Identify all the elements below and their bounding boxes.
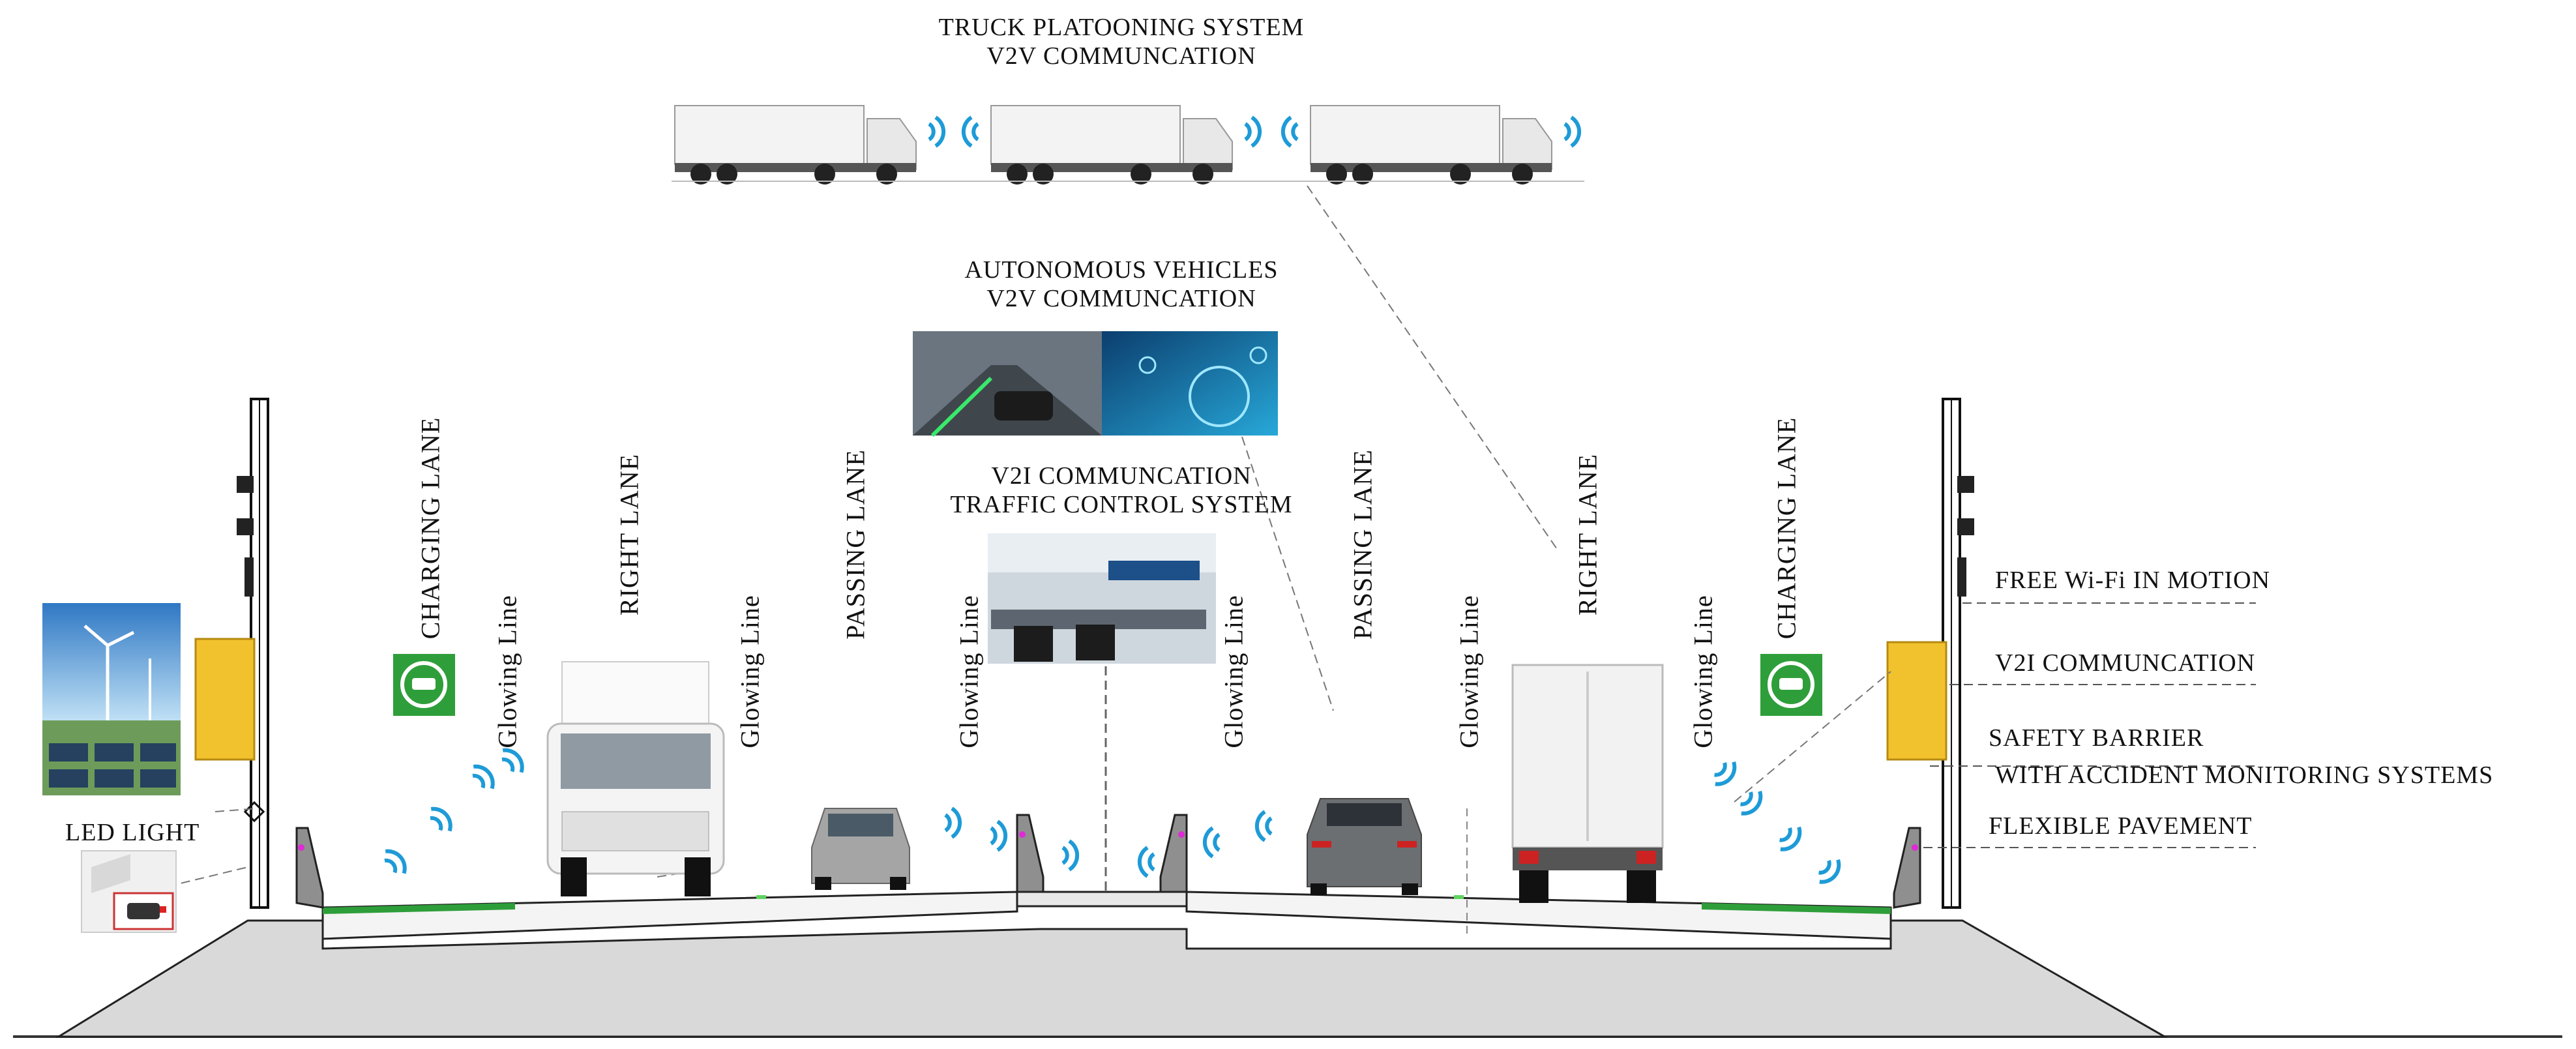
median (1016, 891, 1188, 908)
traffic-control-title-line2: TRAFFIC CONTROL SYSTEM (950, 491, 1293, 518)
embankment (55, 919, 2169, 1038)
right-truck (1511, 664, 1664, 903)
autonomous-vehicles-title-line2: V2V COMMUNCATION (986, 285, 1256, 312)
truck-platooning-title-line2: V2V COMMUNCATION (986, 42, 1256, 70)
wifi-callout: FREE Wi-Fi IN MOTION (1995, 567, 2271, 594)
safety-barrier-callout-line2: WITH ACCIDENT MONITORING SYSTEMS (1995, 761, 2494, 789)
left-truck (546, 661, 725, 896)
renewable-energy-image (42, 603, 181, 795)
glowing-line-label: Glowing Line (492, 595, 522, 748)
traffic-control-room-image (988, 533, 1216, 664)
lane-label-left-right: RIGHT LANE (614, 453, 644, 616)
glowing-line-label: Glowing Line (954, 595, 984, 748)
lane-label-left-charging: CHARGING LANE (415, 417, 445, 640)
autonomous-vehicles-title: AUTONOMOUS VEHICLES V2V COMMUNCATION (835, 256, 1408, 313)
median-barrier-left (1016, 814, 1044, 893)
median-barrier-right (1159, 814, 1188, 893)
autonomous-vehicles-title-line1: AUTONOMOUS VEHICLES (964, 256, 1279, 284)
right-charging-strip (1702, 903, 1891, 914)
glowing-line-label: Glowing Line (1219, 595, 1249, 748)
truck-platoon (672, 105, 1584, 185)
pavement-callout: FLEXIBLE PAVEMENT (1989, 812, 2253, 840)
led-light-label: LED LIGHT (65, 819, 200, 846)
v2i-callout: V2I COMMUNCATION (1995, 649, 2256, 677)
truck-platooning-title: TRUCK PLATOONING SYSTEM V2V COMMUNCATION (835, 13, 1408, 70)
autonomous-vehicles-image (913, 331, 1278, 437)
lane-label-right-right: RIGHT LANE (1573, 453, 1603, 616)
left-safety-barrier (295, 827, 324, 909)
glowing-line-label: Glowing Line (1688, 595, 1718, 748)
led-light-image (81, 850, 177, 933)
right-light-pole (1886, 398, 1974, 909)
left-light-pole (194, 398, 269, 909)
lane-label-right-charging: CHARGING LANE (1771, 417, 1801, 640)
right-callout-leaders (1923, 602, 2256, 848)
right-safety-barrier (1893, 827, 1921, 909)
right-car (1307, 798, 1422, 895)
lane-label-left-passing: PASSING LANE (840, 449, 870, 640)
left-charging-icon (393, 654, 455, 716)
truck-platooning-title-line1: TRUCK PLATOONING SYSTEM (938, 14, 1305, 41)
glowing-line-label: Glowing Line (1454, 595, 1484, 748)
traffic-control-title: V2I COMMUNCATION TRAFFIC CONTROL SYSTEM (835, 462, 1408, 519)
left-car (811, 808, 910, 890)
right-charging-icon (1760, 654, 1822, 716)
glowing-line-label: Glowing Line (735, 595, 765, 748)
traffic-control-title-line1: V2I COMMUNCATION (991, 462, 1252, 490)
safety-barrier-callout-line1: SAFETY BARRIER (1989, 724, 2204, 752)
left-charging-strip (323, 903, 515, 914)
lane-label-right-passing: PASSING LANE (1348, 449, 1378, 640)
